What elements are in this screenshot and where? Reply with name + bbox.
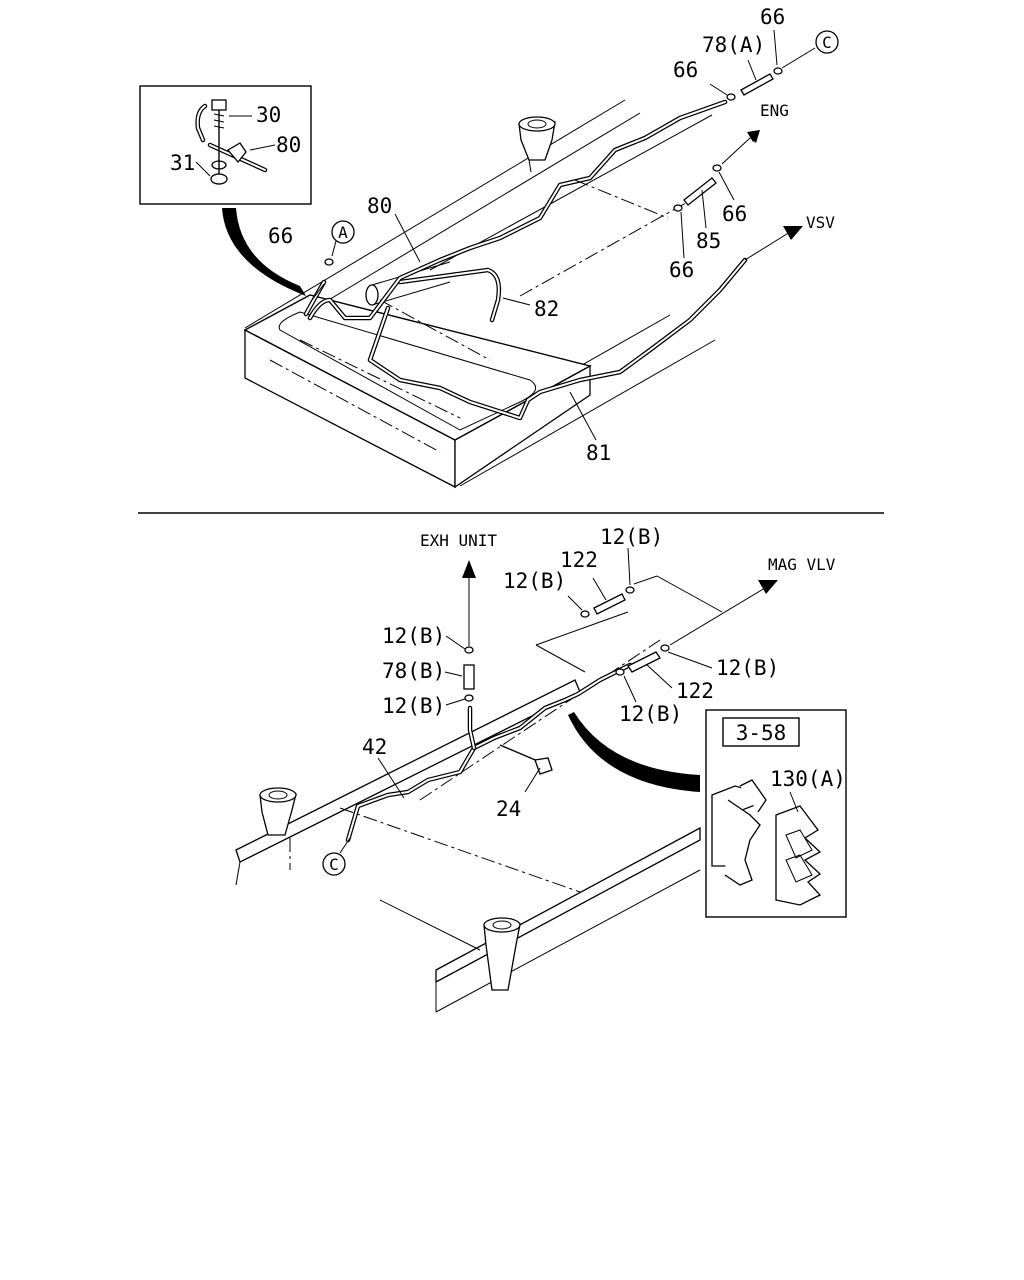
ref-box-3-58 xyxy=(722,717,800,747)
arrow-exh xyxy=(462,560,476,646)
label-mag-vlv: MAG VLV xyxy=(768,555,836,574)
label-85: 85 xyxy=(696,229,721,253)
bolt-24 xyxy=(499,744,553,793)
callout-c-top: C xyxy=(815,30,839,54)
svg-text:A: A xyxy=(338,223,348,242)
clip-inset: 3-58 130(A) xyxy=(705,709,847,918)
label-12b-3: 12(B) xyxy=(382,624,445,648)
svg-text:C: C xyxy=(329,855,339,874)
tank-box xyxy=(243,294,592,489)
label-31: 31 xyxy=(170,151,195,175)
label-122-a: 122 xyxy=(560,548,598,572)
label-24: 24 xyxy=(496,797,521,821)
label-122-b: 122 xyxy=(676,679,714,703)
bolt-30 xyxy=(211,99,252,140)
inset-detail: 30 31 80 xyxy=(139,85,312,205)
label-12b-6: 12(B) xyxy=(619,702,682,726)
label-66-b: 66 xyxy=(673,58,698,82)
label-82: 82 xyxy=(534,297,559,321)
label-66-e: 66 xyxy=(669,258,694,282)
label-78b: 78(B) xyxy=(382,659,445,683)
fittings-mag xyxy=(567,547,723,703)
tube-42 xyxy=(345,662,633,843)
label-12b-1: 12(B) xyxy=(600,525,663,549)
label-66-a: 66 xyxy=(268,224,293,248)
label-80-inset: 80 xyxy=(276,133,301,157)
label-12b-2: 12(B) xyxy=(503,569,566,593)
detail-pointer-arrow xyxy=(222,208,306,296)
svg-text:C: C xyxy=(822,33,832,52)
nut-31 xyxy=(195,140,228,185)
clip-left xyxy=(711,779,767,886)
label-66-c: 66 xyxy=(760,5,785,29)
arrow-eng xyxy=(721,130,760,165)
hose-82 xyxy=(397,267,502,323)
clip-pointer-arrow xyxy=(568,712,700,792)
fittings-exh xyxy=(444,635,475,706)
arrow-vsv xyxy=(744,226,803,261)
crossmember-post-right xyxy=(483,917,521,991)
fittings-eng xyxy=(673,29,816,259)
ref-box-label: 3-58 xyxy=(736,721,787,745)
callout-c-bottom: C xyxy=(322,837,351,876)
label-42: 42 xyxy=(362,735,387,759)
label-66-d: 66 xyxy=(722,202,747,226)
label-130a: 130(A) xyxy=(770,767,846,791)
label-30: 30 xyxy=(256,103,281,127)
label-12b-5: 12(B) xyxy=(716,656,779,680)
crossmember-post-left xyxy=(259,787,297,836)
callout-a: A xyxy=(324,220,355,266)
arrow-mag xyxy=(669,580,778,646)
label-exh-unit: EXH UNIT xyxy=(420,531,497,550)
label-80: 80 xyxy=(367,194,392,218)
crossmember-post-top xyxy=(518,116,556,173)
label-vsv: VSV xyxy=(806,213,835,232)
label-12b-4: 12(B) xyxy=(382,694,445,718)
bottom-assembly: 3-58 130(A) C EXH UNIT MAG VLV 1 xyxy=(235,525,847,1013)
label-eng: ENG xyxy=(760,101,789,120)
top-assembly: 30 31 80 xyxy=(139,5,839,489)
label-81: 81 xyxy=(586,441,611,465)
label-78a: 78(A) xyxy=(702,33,765,57)
clip-right xyxy=(775,805,822,906)
